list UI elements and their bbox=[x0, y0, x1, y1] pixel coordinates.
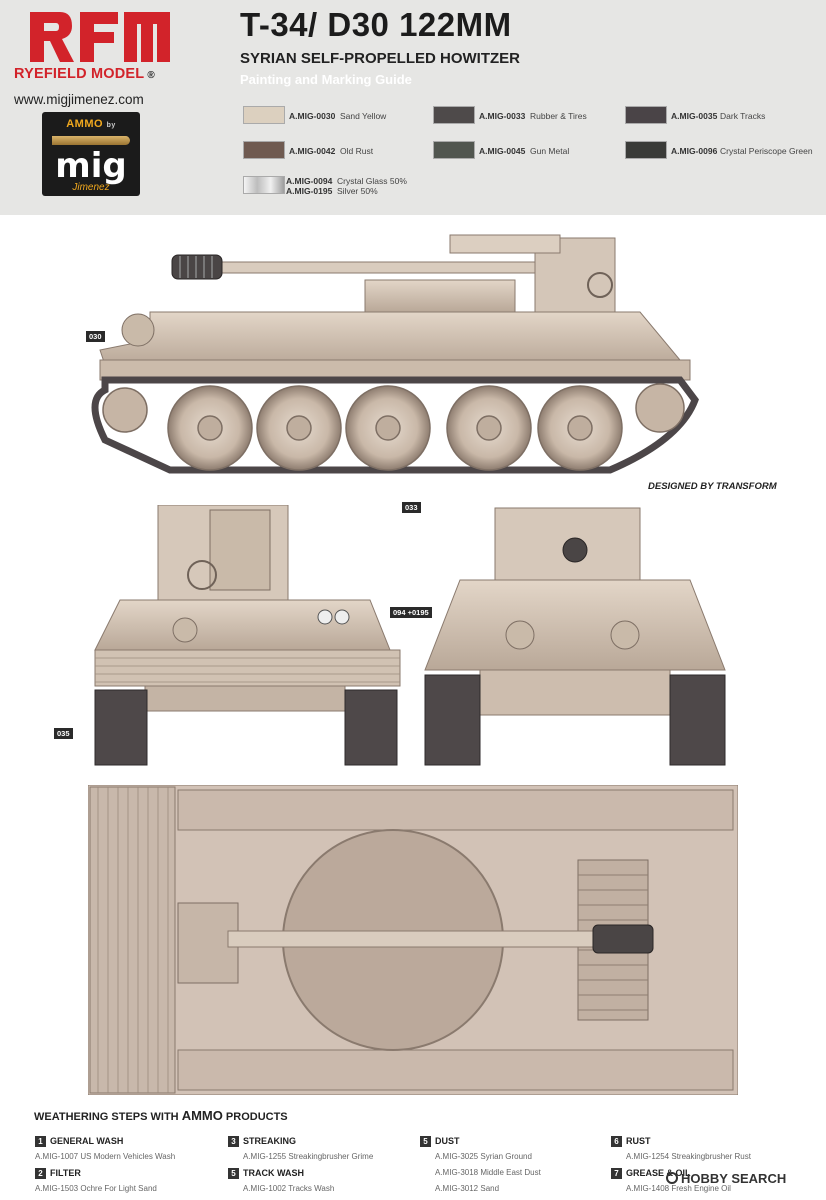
hobby-search-icon bbox=[666, 1172, 678, 1184]
callout-label: 035 bbox=[54, 728, 73, 739]
mig-logo-word: mig bbox=[55, 146, 127, 186]
step-product: A.MIG-3018 Middle East Dust bbox=[435, 1168, 541, 1177]
step-number: 5 bbox=[420, 1136, 431, 1147]
paint-code: A.MIG-0195 bbox=[286, 186, 333, 196]
paint-swatch bbox=[433, 106, 475, 124]
step-product: A.MIG-1254 Streakingbrusher Rust bbox=[626, 1152, 751, 1161]
step-number: 7 bbox=[611, 1168, 622, 1179]
step-title: GREASE & OIL bbox=[626, 1168, 691, 1178]
paint-name: Old Rust bbox=[340, 146, 374, 156]
paint-swatch bbox=[243, 106, 285, 124]
step-product: A.MIG-1503 Ochre For Light Sand bbox=[35, 1184, 157, 1193]
step-title: STREAKING bbox=[243, 1136, 297, 1146]
paint-name: Gun Metal bbox=[530, 146, 570, 156]
paint-code: A.MIG-0035 bbox=[671, 111, 718, 121]
paint-name: Sand Yellow bbox=[340, 111, 387, 121]
step-number: 2 bbox=[35, 1168, 46, 1179]
step-product: A.MIG-1255 Streakingbrusher Grime bbox=[243, 1152, 374, 1161]
callout-label: 030 bbox=[86, 331, 105, 342]
step-product: A.MIG-3012 Sand bbox=[435, 1184, 500, 1193]
rfm-logo-icon bbox=[30, 12, 170, 62]
step-product: A.MIG-1002 Tracks Wash bbox=[243, 1184, 335, 1193]
hobby-search-watermark: HOBBY SEARCH bbox=[666, 1171, 786, 1186]
step-title: GENERAL WASH bbox=[50, 1136, 124, 1146]
step-product: A.MIG-1007 US Modern Vehicles Wash bbox=[35, 1152, 176, 1161]
paint-code: A.MIG-0030 bbox=[289, 111, 336, 121]
guide-label: Painting and Marking Guide bbox=[240, 72, 412, 87]
mig-logo-ammo-text: AMMO by bbox=[66, 118, 116, 130]
paint-name: Crystal Periscope Green bbox=[720, 146, 813, 156]
paint-swatch bbox=[243, 176, 285, 194]
callout-label: 033 bbox=[402, 502, 421, 513]
shell-icon bbox=[52, 136, 130, 145]
ammo-mig-logo-icon: AMMO by mig Jimenez bbox=[42, 112, 140, 196]
step-title: FILTER bbox=[50, 1168, 81, 1178]
top-view-drawing bbox=[88, 785, 738, 1095]
step-title: TRACK WASH bbox=[243, 1168, 304, 1178]
page-title: T-34/ D30 122MM bbox=[240, 6, 512, 43]
front-view-drawing bbox=[424, 507, 726, 766]
designer-credit: DESIGNED BY TRANSFORM bbox=[648, 481, 777, 492]
brand-name: RYEFIELD MODEL® bbox=[14, 66, 155, 82]
paint-swatch bbox=[243, 141, 285, 159]
paint-code: A.MIG-0042 bbox=[289, 146, 336, 156]
step-number: 1 bbox=[35, 1136, 46, 1147]
paint-name: Silver 50% bbox=[337, 186, 378, 196]
step-number: 5 bbox=[228, 1168, 239, 1179]
mig-logo-jimenez: Jimenez bbox=[72, 182, 110, 193]
paint-code: A.MIG-0094 bbox=[286, 176, 333, 186]
step-product: A.MIG-3025 Syrian Ground bbox=[435, 1152, 532, 1161]
step-product: A.MIG-1408 Fresh Engine Oil bbox=[626, 1184, 731, 1193]
paint-swatch bbox=[625, 141, 667, 159]
header-panel: RYEFIELD MODEL® www.migjimenez.com AMMO … bbox=[0, 0, 826, 215]
weathering-title: WEATHERING STEPS WITH AMMO PRODUCTS bbox=[34, 1108, 288, 1123]
paint-code: A.MIG-0096 bbox=[671, 146, 718, 156]
rear-view-drawing bbox=[94, 505, 401, 766]
step-number: 6 bbox=[611, 1136, 622, 1147]
paint-code: A.MIG-0045 bbox=[479, 146, 526, 156]
paint-code: A.MIG-0033 bbox=[479, 111, 526, 121]
paint-swatch bbox=[433, 141, 475, 159]
page-subtitle: SYRIAN SELF-PROPELLED HOWITZER bbox=[240, 50, 521, 67]
step-title: DUST bbox=[435, 1136, 460, 1146]
paint-name: Dark Tracks bbox=[720, 111, 766, 121]
side-view-drawing bbox=[91, 234, 699, 474]
callout-label: 094 +0195 bbox=[390, 607, 432, 618]
paint-name: Rubber & Tires bbox=[530, 111, 587, 121]
step-title: RUST bbox=[626, 1136, 651, 1146]
step-number: 3 bbox=[228, 1136, 239, 1147]
site-url-link[interactable]: www.migjimenez.com bbox=[14, 92, 144, 107]
paint-swatch bbox=[625, 106, 667, 124]
paint-name: Crystal Glass 50% bbox=[337, 176, 407, 186]
